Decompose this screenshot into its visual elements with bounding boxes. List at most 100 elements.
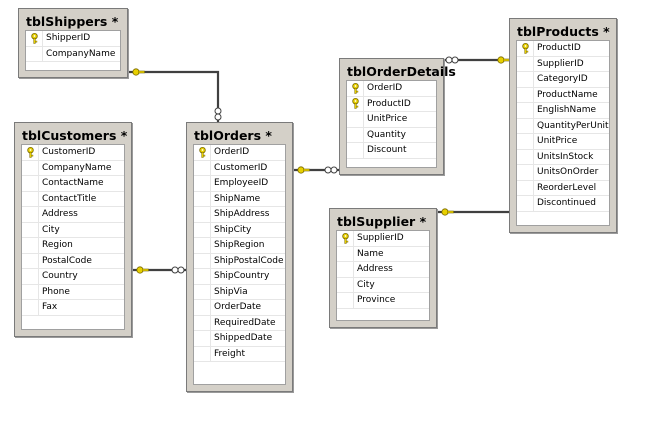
field-row[interactable]: EmployeeID: [194, 176, 285, 192]
row-selector: [337, 246, 354, 261]
row-selector: [337, 277, 354, 292]
table-title: tblShippers *: [26, 14, 119, 29]
field-row[interactable]: RequiredDate: [194, 315, 285, 331]
field-row[interactable]: ContactTitle: [22, 191, 124, 207]
field-name: ShipAddress: [214, 209, 270, 220]
field-row[interactable]: Freight: [194, 346, 285, 362]
row-selector: [517, 118, 534, 133]
field-row[interactable]: UnitPrice: [517, 134, 609, 150]
field-name: UnitPrice: [367, 114, 408, 125]
field-row[interactable]: CompanyName: [26, 46, 120, 62]
field-row[interactable]: EnglishName: [517, 103, 609, 119]
field-row[interactable]: ShipPostalCode: [194, 253, 285, 269]
field-row[interactable]: Discount: [347, 143, 436, 159]
field-row[interactable]: Region: [22, 238, 124, 254]
field-row[interactable]: Name: [337, 246, 429, 262]
field-name: OrderID: [367, 83, 403, 94]
field-name: ShipCity: [214, 224, 252, 235]
table-title: tblOrderDetails: [347, 64, 456, 79]
field-name: CategoryID: [537, 74, 588, 85]
row-selector: [22, 238, 39, 253]
relationship-line: [128, 70, 220, 122]
field-row[interactable]: OrderID: [194, 145, 285, 161]
field-row[interactable]: ShipVia: [194, 284, 285, 300]
field-list: ProductID SupplierID CategoryID ProductName…: [516, 40, 610, 226]
table-title: tblOrders *: [194, 128, 272, 143]
field-row[interactable]: ShipRegion: [194, 238, 285, 254]
field-row[interactable]: Province: [337, 293, 429, 309]
field-name: Discount: [367, 145, 407, 156]
field-name: Quantity: [367, 129, 406, 140]
field-name: Address: [357, 264, 393, 275]
row-selector: [22, 300, 39, 315]
field-name: UnitsOnOrder: [537, 167, 599, 178]
row-selector: [194, 253, 211, 268]
field-row[interactable]: Discontinued: [517, 196, 609, 212]
field-row[interactable]: City: [337, 277, 429, 293]
relationship-customers-orders[interactable]: [132, 266, 186, 274]
row-selector: [194, 160, 211, 175]
row-selector: [194, 238, 211, 253]
field-row[interactable]: UnitPrice: [347, 112, 436, 128]
field-row[interactable]: OrderID: [347, 81, 436, 97]
field-row[interactable]: ReorderLevel: [517, 180, 609, 196]
field-row[interactable]: City: [22, 222, 124, 238]
field-name: OrderDate: [214, 302, 262, 313]
field-name: Fax: [42, 302, 58, 313]
field-row[interactable]: ShipAddress: [194, 207, 285, 223]
field-row[interactable]: CustomerID: [22, 145, 124, 161]
field-name: OrderID: [214, 147, 250, 158]
field-row[interactable]: CategoryID: [517, 72, 609, 88]
field-row[interactable]: ShipperID: [26, 31, 120, 47]
field-row[interactable]: PostalCode: [22, 253, 124, 269]
field-name: QuantityPerUnit: [537, 120, 609, 131]
field-row[interactable]: Country: [22, 269, 124, 285]
field-row[interactable]: OrderDate: [194, 300, 285, 316]
row-selector: [194, 269, 211, 284]
field-row[interactable]: Fax: [22, 300, 124, 316]
row-selector: [194, 207, 211, 222]
field-row[interactable]: UnitsInStock: [517, 149, 609, 165]
field-row[interactable]: ShippedDate: [194, 331, 285, 347]
field-row[interactable]: ShipName: [194, 191, 285, 207]
relationship-products-orderdetails[interactable]: [444, 56, 510, 64]
field-row[interactable]: QuantityPerUnit: [517, 118, 609, 134]
field-row[interactable]: ProductID: [347, 96, 436, 112]
row-selector: [517, 180, 534, 195]
key-icon: [517, 41, 534, 56]
relationship-shippers-orders[interactable]: [128, 68, 222, 122]
field-name: Province: [357, 295, 396, 306]
field-name: CompanyName: [42, 162, 112, 173]
field-row[interactable]: UnitsOnOrder: [517, 165, 609, 181]
field-row[interactable]: Phone: [22, 284, 124, 300]
row-selector: [194, 191, 211, 206]
field-row[interactable]: Address: [22, 207, 124, 223]
row-selector: [194, 315, 211, 330]
field-row[interactable]: ShipCity: [194, 222, 285, 238]
field-row[interactable]: Address: [337, 262, 429, 278]
field-row[interactable]: ProductName: [517, 87, 609, 103]
field-row[interactable]: ProductID: [517, 41, 609, 57]
field-row[interactable]: ContactName: [22, 176, 124, 192]
relationship-orders-orderdetails[interactable]: [293, 166, 339, 174]
field-row[interactable]: ShipCountry: [194, 269, 285, 285]
field-row[interactable]: SupplierID: [337, 231, 429, 247]
field-name: ShippedDate: [214, 333, 273, 344]
field-row[interactable]: CompanyName: [22, 160, 124, 176]
field-name: Name: [357, 248, 384, 259]
many-end-infinity-icon: [445, 56, 459, 64]
field-name: CustomerID: [214, 162, 268, 173]
field-name: EnglishName: [537, 105, 597, 116]
field-row[interactable]: SupplierID: [517, 56, 609, 72]
field-name: ProductID: [537, 43, 581, 54]
field-row[interactable]: CustomerID: [194, 160, 285, 176]
field-row[interactable]: Quantity: [347, 127, 436, 143]
